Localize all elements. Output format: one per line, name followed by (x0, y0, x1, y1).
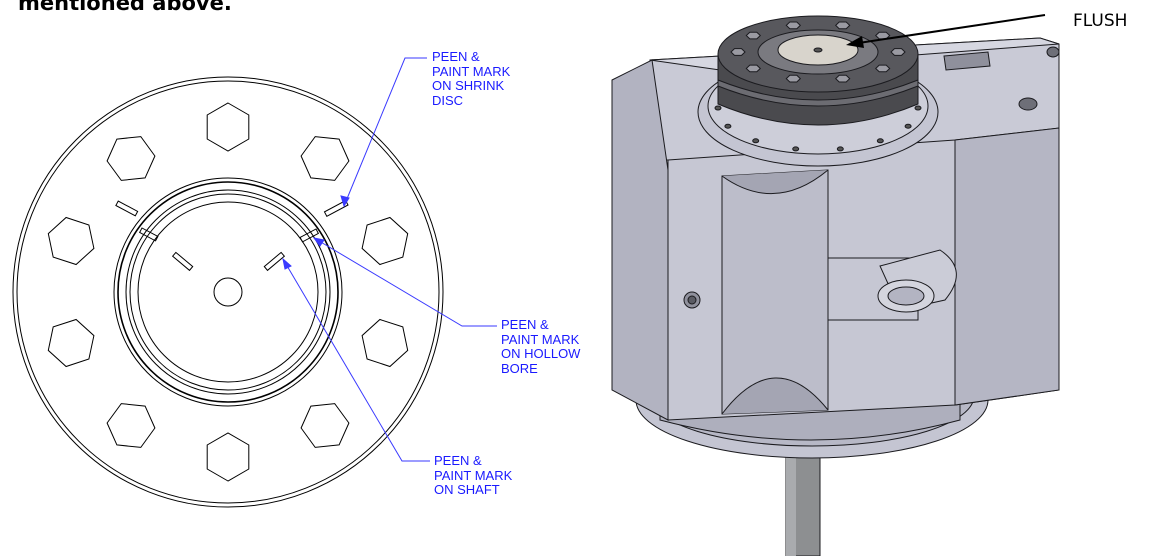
bolt-head (106, 136, 156, 181)
bolt-head (361, 216, 409, 266)
callout-leaders (282, 57, 497, 462)
callout-hollow-bore: PEEN & PAINT MARK ON HOLLOW BORE (501, 317, 581, 376)
shaft-circle (137, 201, 319, 383)
flange-hole (714, 105, 722, 111)
peen-mark-hollow-bore (299, 228, 320, 243)
disc-bolt-head (890, 48, 906, 56)
flange-hole (792, 146, 800, 152)
disc-bolt-head (730, 48, 746, 56)
flange-hole (724, 123, 732, 129)
housing-top-slot (943, 51, 991, 71)
disc-bolt-head (785, 74, 802, 83)
leader-shrink-disc (343, 57, 427, 207)
outer-flange-circle (12, 76, 444, 508)
shrink-disc-inner-ring (117, 181, 339, 403)
callout-shaft: PEEN & PAINT MARK ON SHAFT (434, 453, 513, 497)
leader-hollow-bore (313, 237, 497, 327)
hollow-bore-circle (125, 189, 331, 395)
peen-mark-shrink-disc (323, 199, 349, 217)
hollow-bore-inner-circle (129, 193, 327, 391)
flange-hole (904, 123, 912, 129)
flush-arrow (846, 36, 864, 48)
housing-top-plug-2 (1046, 46, 1060, 58)
flush-label: FLUSH (1073, 11, 1128, 31)
housing-channel (721, 169, 829, 415)
flange-hole (914, 105, 922, 111)
flush-leader-line (851, 14, 1046, 45)
bolt-head (206, 432, 250, 482)
bolt-pattern (47, 102, 409, 482)
disc-bolt-head (785, 21, 802, 30)
page-heading: mentioned above. (18, 0, 232, 15)
peen-mark-bore-left (138, 227, 159, 242)
bolt-head (106, 403, 156, 448)
arrow-shrink-disc (340, 195, 350, 208)
disc-bolt-head (834, 74, 851, 83)
bolt-head (300, 136, 350, 181)
leader-shaft (282, 258, 430, 462)
shrink-disc-bolts (730, 21, 906, 83)
outer-flange-inner-circle (16, 80, 440, 504)
housing-top-plug (1018, 97, 1038, 111)
bolt-head (206, 102, 250, 152)
center-hole (213, 277, 243, 307)
bolt-head (300, 403, 350, 448)
bolt-head (47, 318, 95, 368)
peen-mark-disc-left (115, 200, 139, 217)
callout-shrink-disc: PEEN & PAINT MARK ON SHRINK DISC (432, 49, 511, 108)
flange-hole (752, 138, 760, 144)
shrink-disc-drawing (12, 76, 444, 508)
housing-left-face (611, 59, 669, 421)
peen-mark-shaft-left (171, 251, 194, 272)
bolt-head (47, 216, 95, 266)
flange-hole (836, 146, 844, 152)
bolt-head (361, 318, 409, 368)
peen-mark-shaft (263, 251, 286, 272)
gearbox-3d-view (611, 15, 1060, 556)
disc-bolt-head (874, 64, 891, 73)
disc-bolt-head (834, 21, 851, 30)
shrink-disc-outer-ring (113, 177, 343, 407)
disc-bolt-head (745, 64, 762, 73)
arrow-hollow-bore (312, 237, 325, 247)
disc-bolt-head (745, 31, 762, 40)
arrow-shaft (282, 257, 292, 270)
flange-hole (876, 138, 884, 144)
